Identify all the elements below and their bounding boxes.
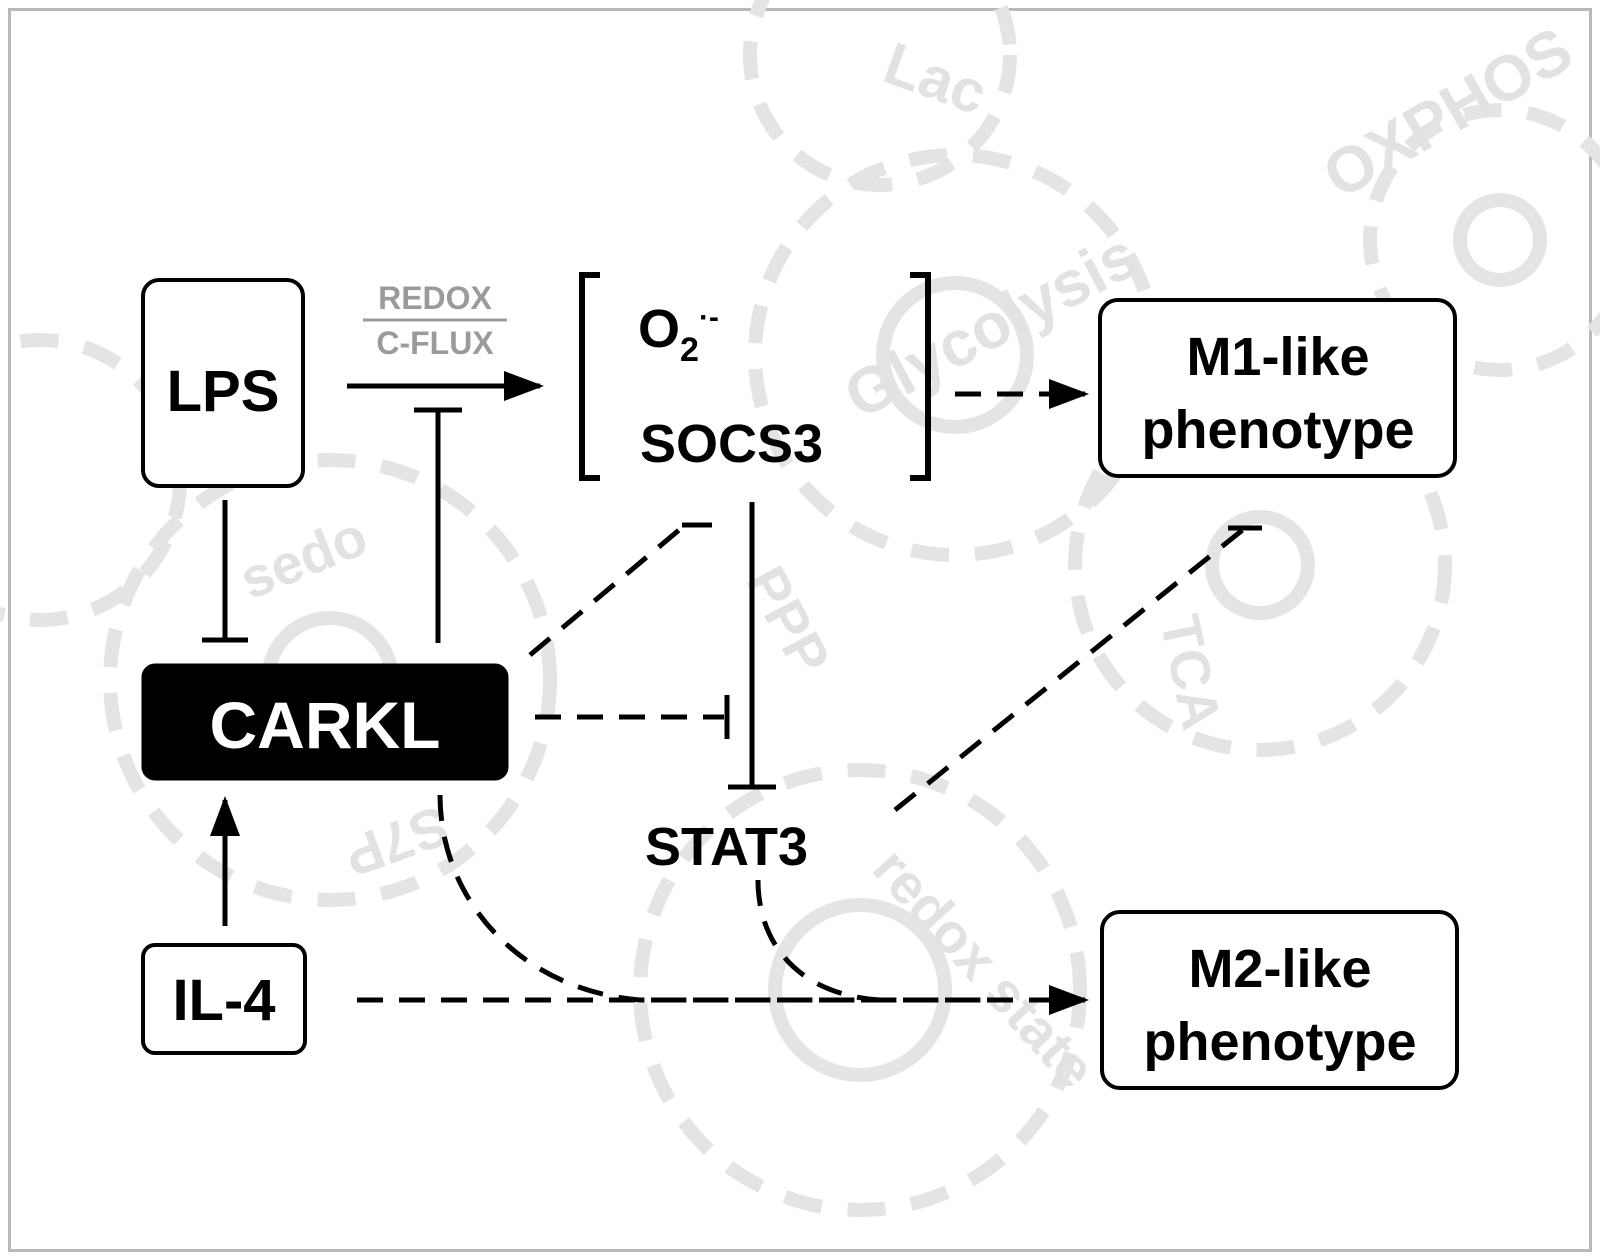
lps-box [141, 278, 305, 488]
carkl-label: CARKL [210, 688, 441, 762]
m2-box [1100, 910, 1459, 1090]
m2-label-line1: M2-like [1188, 939, 1371, 999]
lps-label: LPS [167, 359, 280, 424]
cflux-label: C-FLUX [376, 325, 494, 361]
edges [202, 371, 1262, 1015]
gear-icon [743, 0, 1017, 192]
m2-label-line2: phenotype [1143, 1012, 1416, 1072]
watermark-text-sedo: sedo [231, 504, 376, 611]
il4-label: IL-4 [172, 968, 275, 1033]
il4-box [141, 943, 307, 1055]
gear-icon [1363, 103, 1600, 377]
stat3-label: STAT3 [645, 817, 808, 877]
edge-carkl-inhibits-mediators [528, 523, 687, 657]
edge-stat3-inhibits-m1 [893, 526, 1247, 812]
gear-icon [1068, 373, 1452, 757]
edge-stat3-to-m2 [755, 879, 881, 1003]
watermark-text-lac: Lac [876, 29, 996, 127]
redox-label: REDOX [378, 280, 492, 316]
carkl-box [141, 663, 509, 781]
edge-carkl-to-m2 [437, 794, 1000, 1003]
mediator-bracket [579, 272, 931, 481]
socs3-label: SOCS3 [640, 414, 823, 474]
m1-label-line2: phenotype [1141, 400, 1414, 460]
superoxide-label: O2·- [638, 299, 719, 369]
m1-box [1098, 298, 1457, 478]
m1-label-line1: M1-like [1186, 327, 1369, 387]
